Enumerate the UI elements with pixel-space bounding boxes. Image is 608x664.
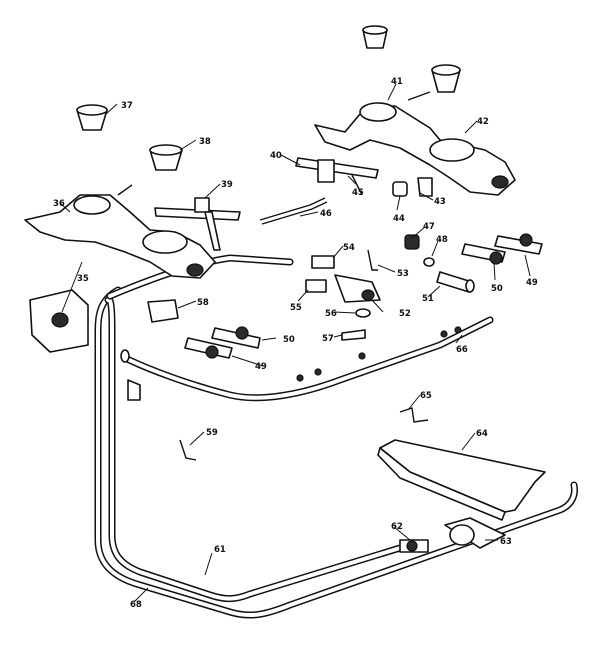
callout-63: 63 (500, 537, 512, 547)
callout-46: 46 (320, 209, 332, 219)
callout-59: 59 (206, 428, 218, 438)
callout-35: 35 (77, 274, 89, 284)
callout-47: 47 (423, 222, 435, 232)
callout-50-left: 50 (283, 335, 295, 345)
supply-tube-68 (94, 286, 578, 619)
clip-59 (179, 439, 197, 461)
valve-51 (436, 271, 475, 293)
callout-68: 68 (130, 600, 142, 610)
valve-49-left (184, 337, 233, 359)
callout-37: 37 (121, 101, 133, 111)
igniter-assembly-39 (154, 197, 241, 251)
callout-39: 39 (221, 180, 233, 190)
burner-assembly-front (24, 184, 216, 279)
callout-64: 64 (476, 429, 488, 439)
burner-assembly-rear (314, 91, 516, 196)
knob-47 (404, 234, 420, 250)
callout-57: 57 (322, 334, 334, 344)
callout-61: 61 (214, 545, 226, 555)
gas-tube-46 (259, 197, 328, 225)
spring-56 (355, 308, 371, 318)
leader-lines (59, 83, 531, 603)
callout-49-left: 49 (255, 362, 267, 372)
regulator-52 (334, 274, 381, 303)
burner-cap-top-2 (431, 64, 461, 93)
supply-tube-61 (104, 296, 404, 603)
callout-labels: 35 36 37 38 39 40 41 42 43 44 45 46 47 4… (53, 77, 538, 610)
bracket-65 (399, 407, 429, 423)
callout-44: 44 (393, 214, 405, 224)
burner-cap-top-1 (362, 25, 388, 49)
thermostat-63 (444, 517, 506, 549)
callout-53: 53 (397, 269, 409, 279)
callout-51: 51 (422, 294, 434, 304)
callout-52: 52 (399, 309, 411, 319)
burner-cap-38 (149, 144, 183, 171)
callout-62: 62 (391, 522, 403, 532)
orifice-62 (399, 539, 429, 553)
bracket-43 (417, 177, 433, 197)
valve-50-left (211, 326, 261, 349)
bracket-58 (147, 299, 179, 323)
bracket-57 (341, 329, 366, 341)
callout-41: 41 (391, 77, 403, 87)
valve-49-right (494, 233, 543, 255)
callout-48: 48 (436, 235, 448, 245)
callout-66: 66 (456, 345, 468, 355)
callout-49-right: 49 (526, 278, 538, 288)
valve-50-right (461, 243, 506, 265)
callout-54: 54 (343, 243, 355, 253)
connector-55 (305, 279, 327, 293)
callout-42: 42 (477, 117, 489, 127)
oven-burner-64 (377, 439, 546, 521)
callout-65: 65 (420, 391, 432, 401)
clip-53 (367, 249, 378, 271)
burner-cap-37 (76, 104, 108, 131)
callout-58: 58 (197, 298, 209, 308)
callout-40: 40 (270, 151, 282, 161)
callout-50-right: 50 (491, 284, 503, 294)
washer-48 (423, 257, 435, 267)
igniter-assembly-40 (295, 157, 379, 196)
manifold-66 (120, 316, 494, 402)
callout-56: 56 (325, 309, 337, 319)
valve-35 (29, 289, 89, 353)
callout-45: 45 (352, 188, 364, 198)
connector-54 (311, 255, 335, 269)
fitting-44 (392, 181, 408, 197)
callout-55: 55 (290, 303, 302, 313)
callout-38: 38 (199, 137, 211, 147)
callout-36: 36 (53, 199, 65, 209)
callout-43: 43 (434, 197, 446, 207)
